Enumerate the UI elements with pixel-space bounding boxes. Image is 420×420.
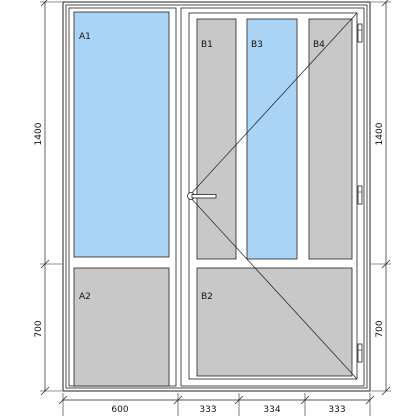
- door-leaf-frame: [180, 7, 365, 387]
- hinge-top-icon: [357, 23, 363, 43]
- pane-a1: [73, 11, 170, 258]
- pane-b3: [246, 18, 298, 260]
- dim-left-lower: 700: [34, 320, 44, 337]
- pane-b4: [308, 18, 353, 260]
- opening-line-lower: [188, 195, 358, 380]
- dim-right-upper: 1400: [375, 122, 385, 145]
- dim-bottom-b4: 333: [328, 405, 345, 415]
- door-handle-icon: [187, 192, 217, 200]
- hinge-middle-icon: [357, 185, 363, 205]
- pane-b2-label: B2: [201, 292, 213, 302]
- pane-a2-label: A2: [79, 292, 91, 302]
- opening-line-upper: [188, 12, 358, 197]
- dim-bottom-b1: 333: [199, 405, 216, 415]
- pane-a2: [73, 267, 170, 387]
- dim-right-lower: 700: [375, 320, 385, 337]
- pane-b1: [196, 18, 237, 260]
- outer-frame-inner: [65, 4, 368, 389]
- pane-a1-label: A1: [79, 32, 91, 42]
- pane-b2: [196, 267, 353, 377]
- right-dimension: 1400 700: [371, 0, 391, 396]
- dim-left-upper: 1400: [34, 122, 44, 145]
- pane-b3-label: B3: [251, 40, 263, 50]
- pane-b1-label: B1: [201, 40, 213, 50]
- bottom-dimension: 600 333 334 333: [58, 393, 375, 416]
- dim-bottom-left: 600: [111, 405, 128, 415]
- left-dimension: 1400 700: [34, 0, 62, 396]
- dim-bottom-b3: 334: [263, 405, 280, 415]
- pane-b4-label: B4: [313, 40, 325, 50]
- hinge-bottom-icon: [357, 343, 363, 363]
